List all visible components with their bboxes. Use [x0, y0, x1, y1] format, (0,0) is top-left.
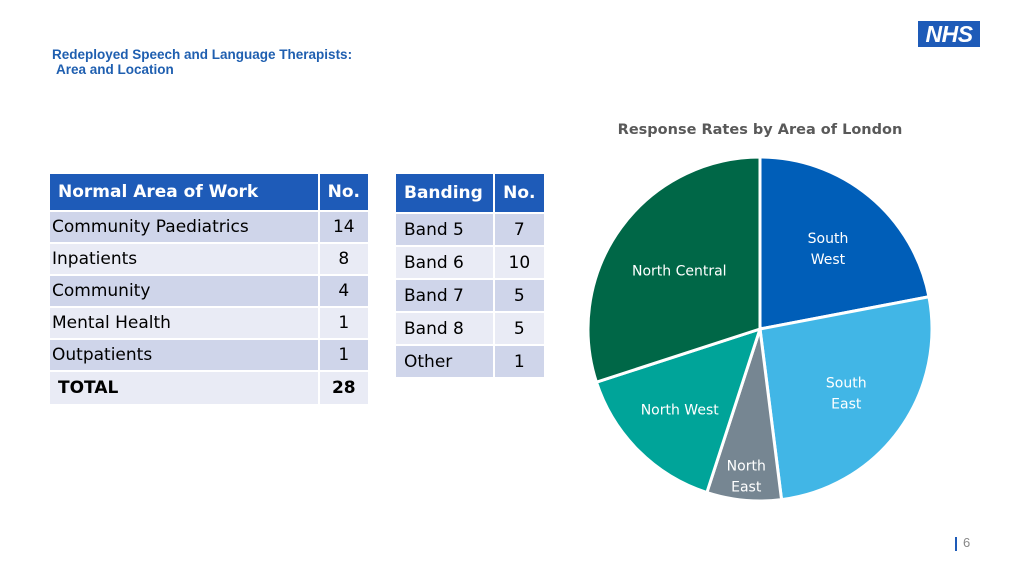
row-band-name: Other [394, 344, 495, 379]
page-title-line-1: Redeployed Speech and Language Therapist… [52, 47, 353, 62]
row-count: 7 [492, 212, 547, 247]
table-row: Outpatients 1 [48, 338, 371, 372]
page-number-text: 6 [963, 535, 971, 550]
row-count: 10 [492, 245, 547, 280]
row-count: 8 [317, 242, 371, 276]
pie-slice-south-west [758, 155, 931, 331]
row-band-name: Band 6 [394, 245, 495, 280]
pie-slice-north-central [586, 155, 762, 385]
row-count: 1 [317, 306, 371, 340]
table-total-row: TOTAL 28 [48, 370, 371, 406]
pie-slices [586, 155, 934, 503]
header-number: No. [492, 172, 547, 214]
page-title-line-2: Area and Location [56, 62, 174, 77]
table-row: Band 8 5 [394, 311, 547, 346]
total-count: 28 [317, 370, 371, 406]
row-count: 1 [317, 338, 371, 372]
pie-label-north-west: North West [641, 402, 720, 418]
table-row: Band 7 5 [394, 278, 547, 313]
row-area-name: Outpatients [48, 338, 320, 372]
table-row: Community Paediatrics 14 [48, 210, 371, 244]
header-banding: Banding [394, 172, 495, 214]
page-number: 6 [955, 535, 970, 551]
table-row: Mental Health 1 [48, 306, 371, 340]
table-row: Community 4 [48, 274, 371, 308]
table-row: Other 1 [394, 344, 547, 379]
page-title: Redeployed Speech and Language Therapist… [52, 47, 352, 77]
nhs-logo: NHS [918, 21, 980, 47]
page-number-accent-bar [955, 536, 957, 551]
row-area-name: Community Paediatrics [48, 210, 320, 244]
table-header-row: Banding No. [394, 172, 547, 214]
header-number: No. [317, 172, 371, 212]
table-row: Band 6 10 [394, 245, 547, 280]
row-count: 1 [492, 344, 547, 379]
row-area-name: Mental Health [48, 306, 320, 340]
row-count: 5 [492, 311, 547, 346]
row-count: 14 [317, 210, 371, 244]
banding-table: Banding No. Band 5 7 Band 6 10 Band 7 5 … [394, 172, 547, 379]
row-band-name: Band 7 [394, 278, 495, 313]
row-count: 5 [492, 278, 547, 313]
normal-area-of-work-table: Normal Area of Work No. Community Paedia… [48, 172, 371, 406]
row-band-name: Band 8 [394, 311, 495, 346]
table-row: Inpatients 8 [48, 242, 371, 276]
pie-label-north-central: North Central [632, 263, 727, 279]
chart-title: Response Rates by Area of London [617, 122, 903, 138]
row-band-name: Band 5 [394, 212, 495, 247]
row-area-name: Inpatients [48, 242, 320, 276]
pie-slice-south-east [758, 295, 934, 502]
header-normal-area-of-work: Normal Area of Work [48, 172, 320, 212]
table-header-row: Normal Area of Work No. [48, 172, 371, 212]
total-label: TOTAL [48, 370, 320, 406]
table-row: Band 5 7 [394, 212, 547, 247]
row-count: 4 [317, 274, 371, 308]
row-area-name: Community [48, 274, 320, 308]
